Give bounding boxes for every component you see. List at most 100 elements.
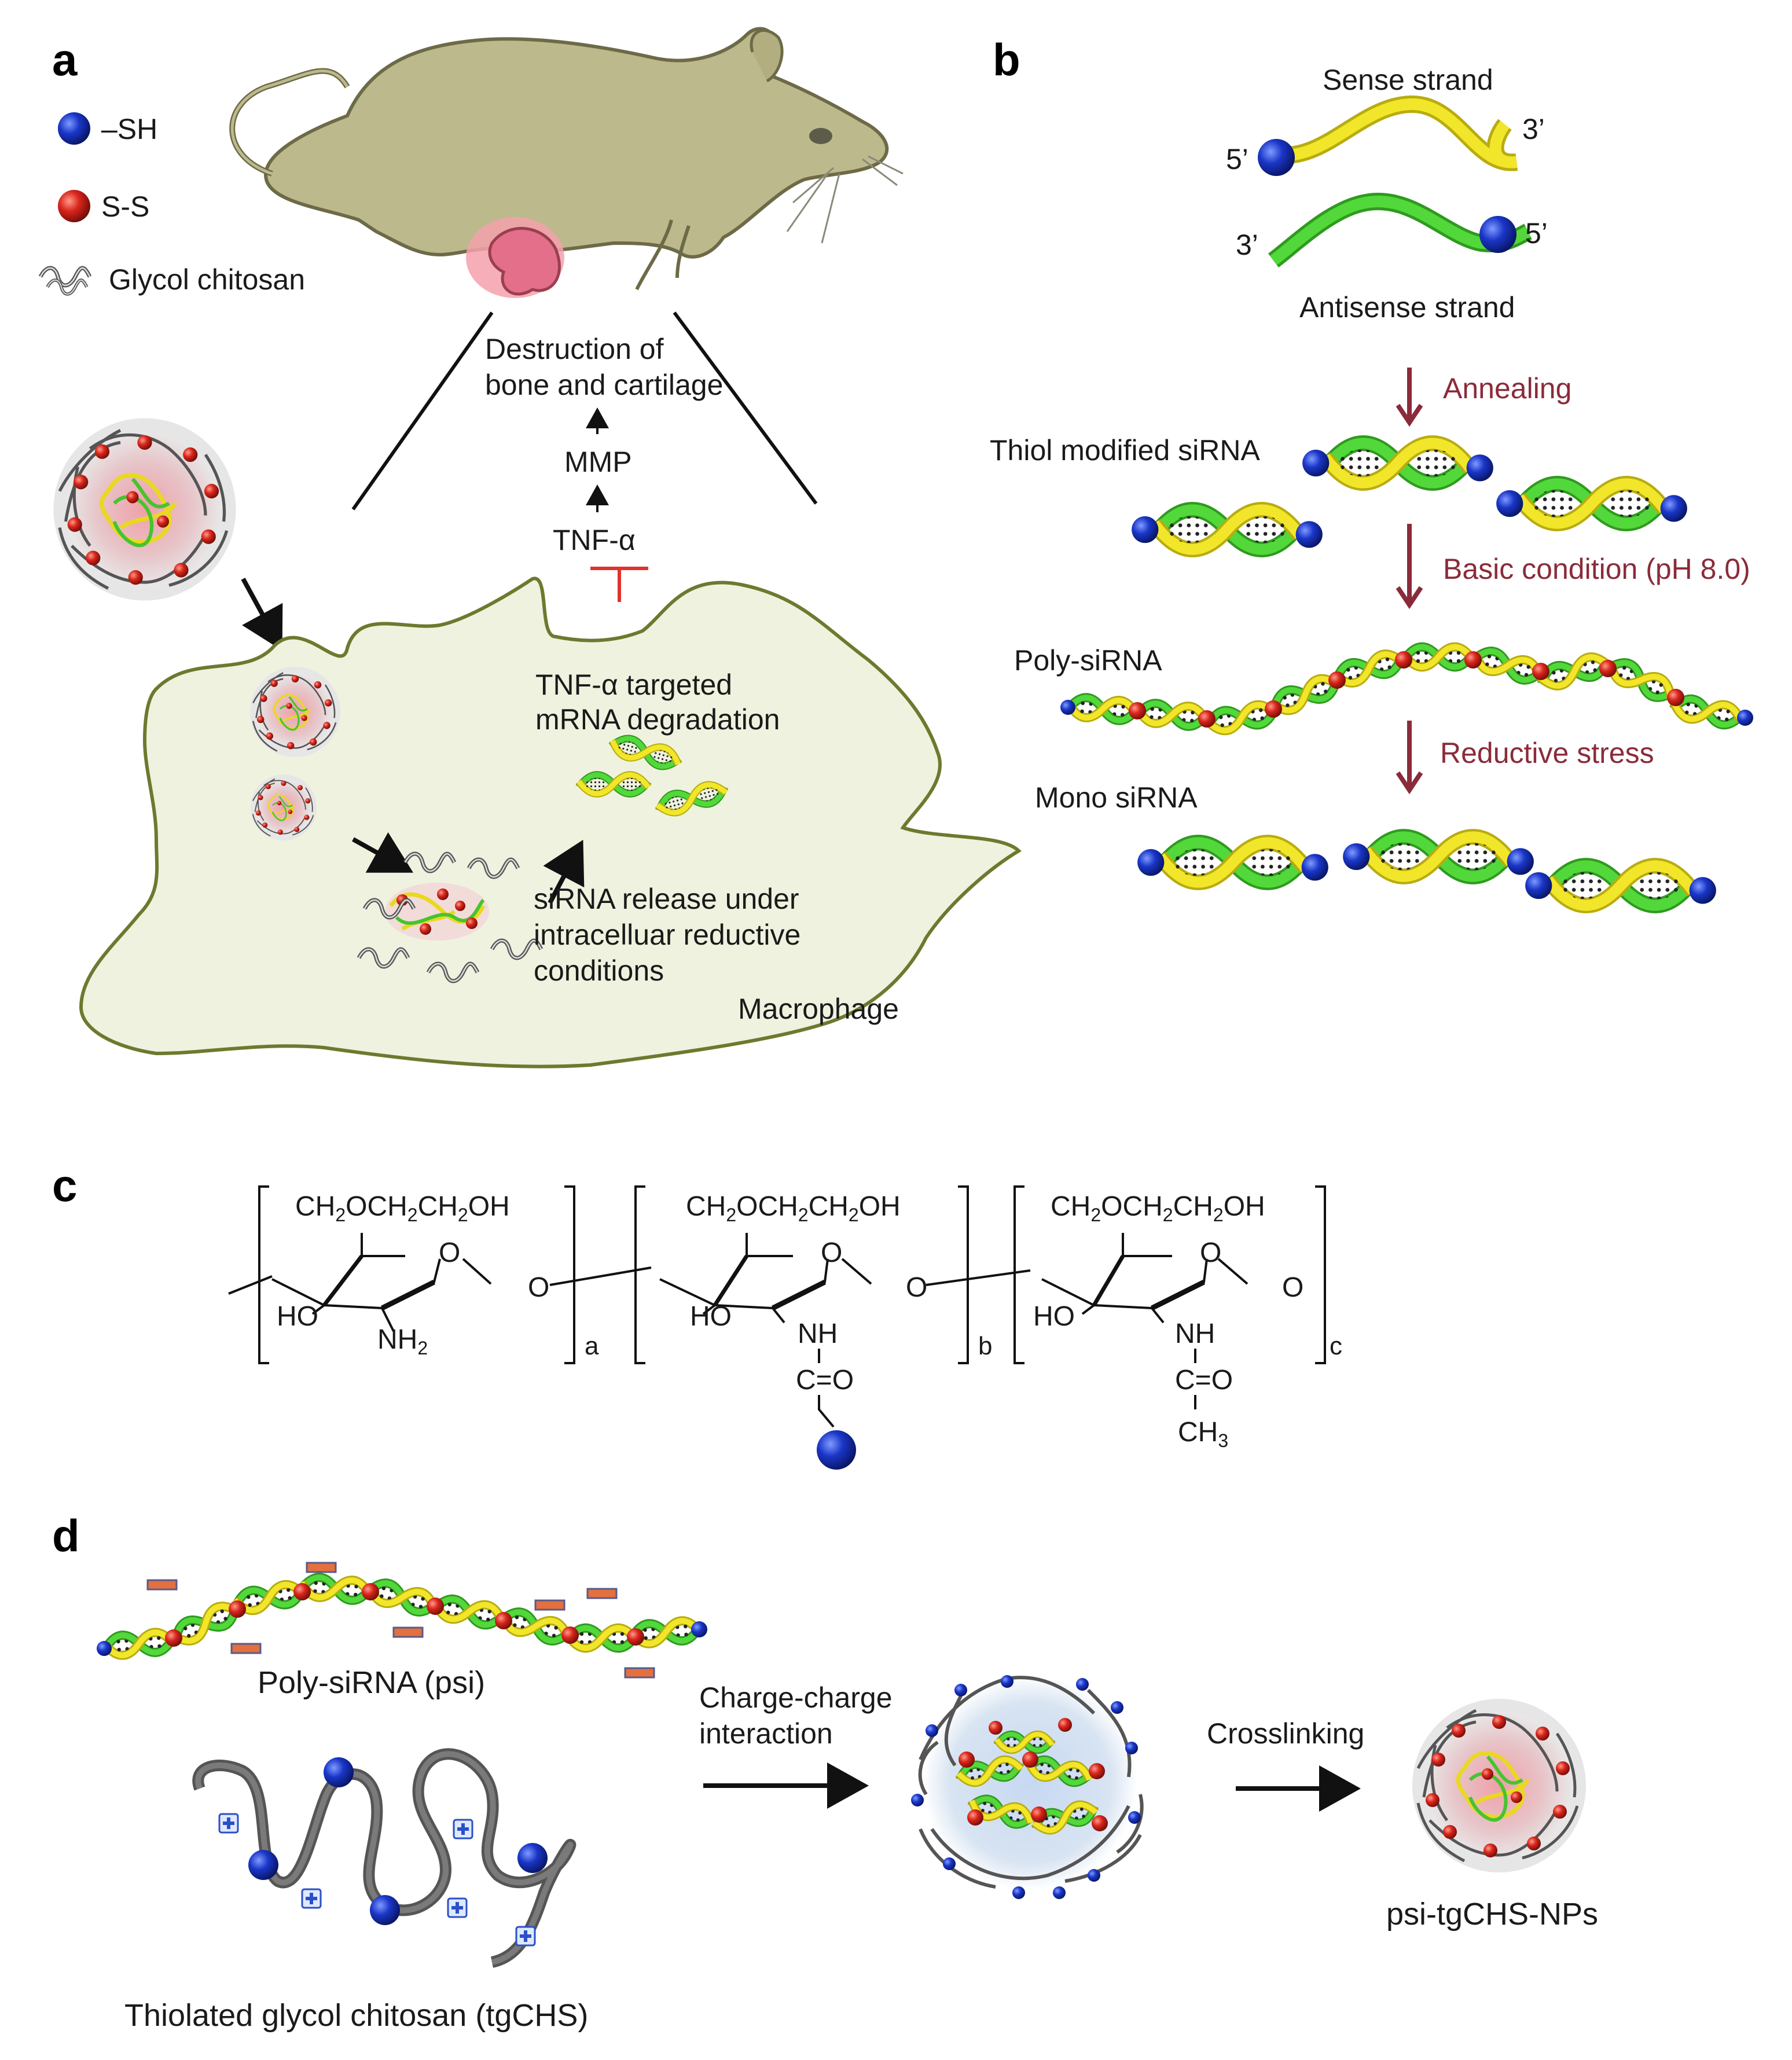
link-o-1: O — [528, 1272, 549, 1303]
psi-tgchs-nanoparticle — [1412, 1699, 1586, 1872]
panel-label-d: d — [52, 1510, 80, 1561]
thiol-modified-label: Thiol modified siRNA — [990, 434, 1260, 467]
release-line3: conditions — [534, 954, 664, 987]
unit-c-ho: HO — [1033, 1301, 1075, 1332]
charge-interaction-line2: interaction — [699, 1717, 833, 1750]
nanoparticle-outside — [54, 418, 236, 601]
arrow-to-degradation — [543, 839, 585, 904]
nps-label: psi-tgCHS-NPs — [1386, 1897, 1598, 1932]
unit-a-nh2: NH2 — [377, 1324, 428, 1358]
reductive-stress-label: Reductive stress — [1440, 737, 1654, 769]
unit-a-ho: HO — [277, 1301, 318, 1332]
unit-b-ring — [659, 1233, 872, 1428]
tnf-targeted-line2: mRNA degradation — [535, 703, 780, 736]
link-o-3: O — [1282, 1272, 1303, 1303]
crosslinking-label: Crosslinking — [1207, 1717, 1364, 1750]
backbone-link-1 — [549, 1266, 652, 1286]
unit-c-ch3: CH3 — [1178, 1417, 1228, 1451]
antisense-strand-label: Antisense strand — [1299, 291, 1515, 324]
charge-interaction-line1: Charge-charge — [699, 1681, 893, 1714]
poly-sirna-chain — [1060, 647, 1753, 734]
arrow-uptake — [241, 578, 283, 651]
sub-c: c — [1330, 1332, 1342, 1360]
antisense-5-label: 5’ — [1525, 217, 1548, 249]
callout-line-left — [351, 311, 494, 511]
panel-label-b: b — [993, 34, 1020, 85]
callout-line-right — [673, 311, 818, 505]
sense-strand — [1287, 95, 1518, 171]
sense-5-prime-thiol — [1258, 139, 1295, 176]
annealing-label: Annealing — [1443, 372, 1571, 405]
sense-5-label: 5’ — [1226, 143, 1248, 175]
release-line1: siRNA release under — [534, 883, 799, 915]
unit-b-ring-o: O — [821, 1238, 842, 1268]
tnf-targeted-line1: TNF-α targeted — [535, 669, 732, 701]
unit-b-co: C=O — [796, 1365, 854, 1396]
mono-sirna-1 — [1137, 843, 1328, 882]
unit-c-brackets — [1013, 1185, 1326, 1364]
mouse-illustration — [229, 27, 904, 291]
unit-b-thiol-sphere — [817, 1430, 856, 1470]
backbone-link-2 — [926, 1269, 1031, 1286]
thiol-sirna-2 — [1132, 510, 1323, 549]
arrow-basic-condition — [1396, 524, 1423, 609]
sub-b: b — [978, 1332, 992, 1360]
mmp-label: MMP — [564, 446, 632, 478]
nanoparticle-in-cell-2 — [249, 773, 318, 842]
link-o-2: O — [906, 1272, 927, 1303]
legend-ss-label: S-S — [101, 190, 149, 223]
mono-sirna-2 — [1343, 837, 1534, 876]
inhibition-symbol — [590, 567, 648, 602]
unit-b-ho: HO — [690, 1301, 732, 1332]
arrow-reductive-stress — [1396, 721, 1423, 795]
arrow-release — [352, 832, 413, 873]
antisense-5-prime-thiol — [1479, 216, 1516, 253]
mono-sirna-3 — [1525, 866, 1716, 905]
unit-a-brackets — [258, 1185, 575, 1364]
positive-charges — [218, 1813, 536, 1947]
released-sirna-cluster — [359, 854, 541, 981]
basic-condition-label: Basic condition (pH 8.0) — [1443, 553, 1750, 585]
legend-chitosan-label: Glycol chitosan — [109, 263, 305, 296]
destruction-line2: bone and cartilage — [485, 369, 723, 401]
unit-c-ring-o: O — [1200, 1238, 1221, 1268]
tgchs-chain — [192, 1748, 576, 1968]
legend-sh-label: –SH — [101, 113, 157, 145]
unit-a-ring-o: O — [439, 1238, 460, 1268]
panel-label-a: a — [52, 34, 78, 85]
inflamed-paw — [466, 217, 564, 298]
antisense-3-label: 3’ — [1236, 229, 1258, 261]
unit-b-side-chain: CH2OCH2CH2OH — [686, 1191, 901, 1225]
mono-sirna-label: Mono siRNA — [1035, 781, 1198, 814]
disulfide-legend-sphere — [58, 190, 90, 222]
unit-c-side-chain: CH2OCH2CH2OH — [1051, 1191, 1265, 1225]
thiol-sirna-3 — [1496, 484, 1687, 523]
tgchs-thiol-spheres — [248, 1757, 548, 1925]
unit-a-ring — [271, 1233, 492, 1332]
negative-charges — [146, 1562, 655, 1679]
arrow-annealing — [1396, 368, 1423, 427]
unit-a-side-chain: CH2OCH2CH2OH — [295, 1191, 510, 1225]
unit-c-co: C=O — [1175, 1365, 1233, 1396]
poly-sirna-psi-label: Poly-siRNA (psi) — [258, 1665, 485, 1700]
sense-strand-label: Sense strand — [1323, 64, 1493, 96]
release-line2: intracelluar reductive — [534, 919, 800, 951]
thiol-legend-sphere — [58, 112, 90, 145]
poly-sirna-psi-chain — [97, 1576, 707, 1657]
sense-3-label: 3’ — [1522, 113, 1545, 145]
destruction-line1: Destruction of — [485, 333, 664, 365]
backbone-left-stub — [228, 1275, 273, 1295]
tnf-label: TNF-α — [553, 524, 636, 556]
panel-label-c: c — [52, 1160, 77, 1211]
macrophage-label: Macrophage — [738, 993, 899, 1025]
unit-c-nh: NH — [1175, 1319, 1215, 1349]
psi-tgchs-complex — [911, 1675, 1144, 1899]
nanoparticle-in-cell-1 — [249, 666, 341, 758]
poly-sirna-label: Poly-siRNA — [1014, 644, 1162, 677]
thiol-sirna-1 — [1302, 443, 1493, 483]
unit-c-ring — [1041, 1233, 1248, 1409]
unit-b-brackets — [634, 1185, 969, 1364]
sub-a: a — [585, 1332, 599, 1360]
chitosan-legend-icon — [41, 268, 90, 294]
